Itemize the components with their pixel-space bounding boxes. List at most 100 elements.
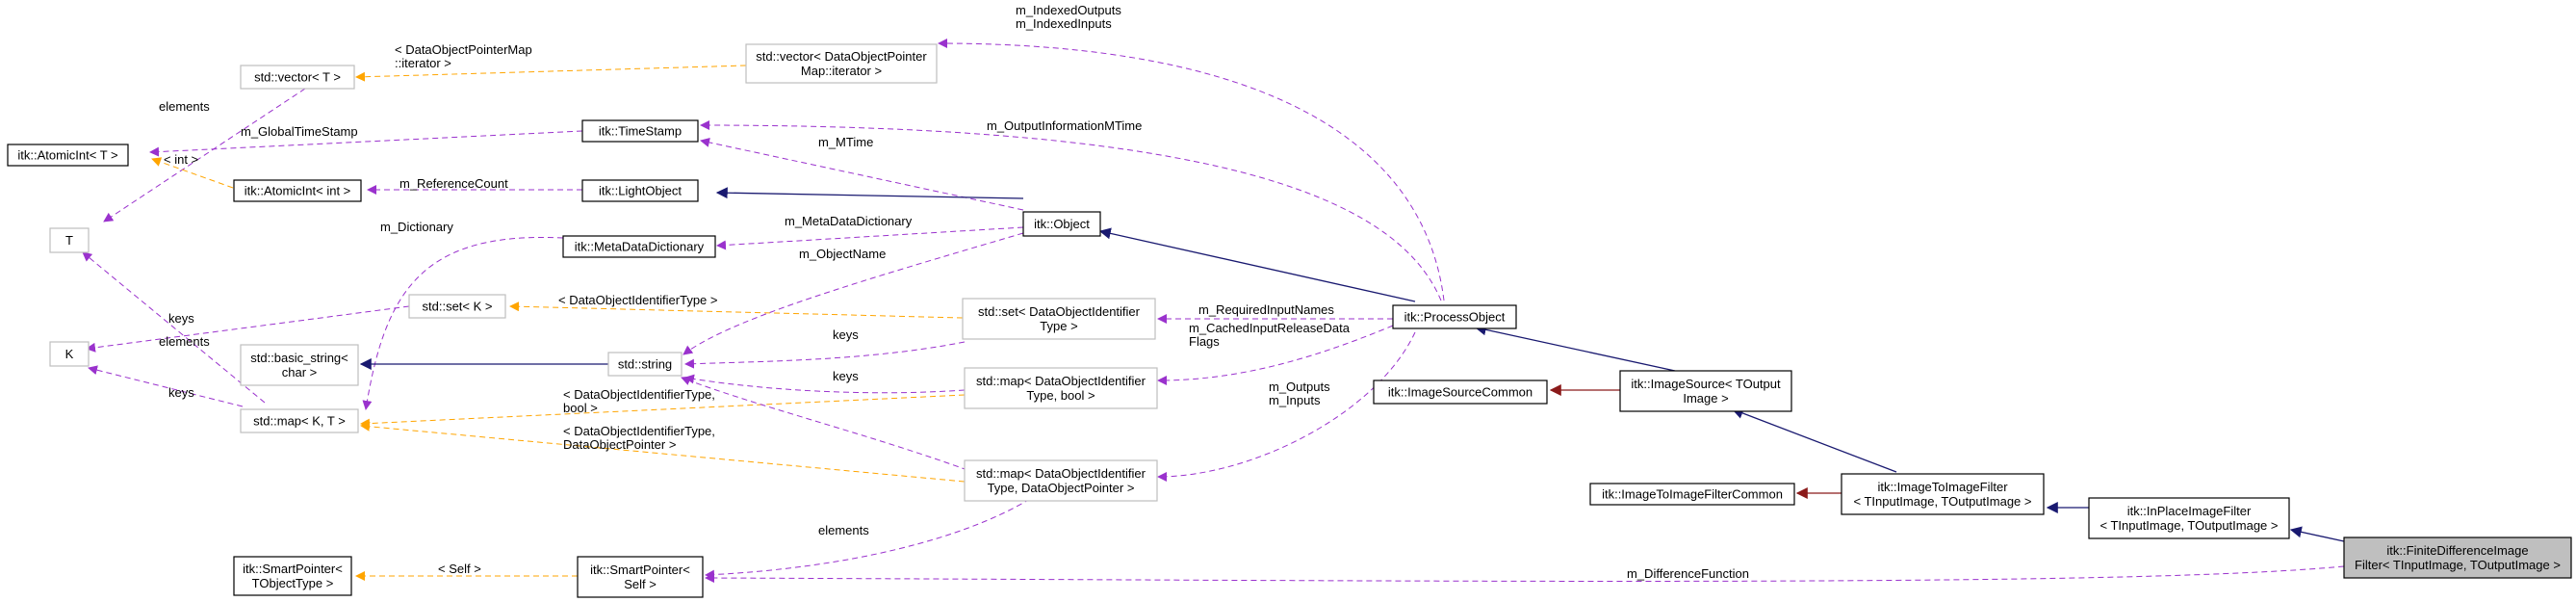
class-node-label: std::set< DataObjectIdentifier — [978, 304, 1141, 319]
class-node-processobject[interactable]: itk::ProcessObject — [1392, 304, 1517, 329]
edge-difference-function — [705, 565, 2345, 584]
edge-set-doid-keys — [684, 341, 966, 369]
edges-layer — [82, 39, 2345, 584]
class-node-vector-dop[interactable]: std::vector< DataObjectPointerMap::itera… — [745, 43, 938, 84]
edge-inherit-processobject — [1474, 324, 1676, 372]
class-node-label: itk::TimeStamp — [599, 124, 682, 139]
class-node-inplaceimagefilter[interactable]: itk::InPlaceImageFilter< TInputImage, TO… — [2088, 497, 2290, 539]
edge-label-processobject-to-map-doid-bool: m_CachedInputReleaseData — [1189, 321, 1351, 335]
edge-label-set-k-to-k: keys — [168, 311, 194, 326]
edge-map-keys-k — [88, 365, 244, 407]
edge-label-processobject-to-map-doid-dop: m_Outputs — [1269, 380, 1330, 394]
class-node-label: itk::ImageToImageFilter — [1877, 480, 2008, 494]
edge-label-object-to-string: m_ObjectName — [799, 247, 886, 261]
class-node-box — [581, 119, 699, 143]
class-node-set-k[interactable]: std::set< K > — [408, 294, 506, 319]
class-node-label: itk::FiniteDifferenceImage — [2386, 543, 2528, 558]
class-node-label: itk::MetaDataDictionary — [575, 240, 705, 254]
class-node-map-doid-bool[interactable]: std::map< DataObjectIdentifierType, bool… — [964, 367, 1158, 409]
edge-label-map-kt-to-k: keys — [168, 385, 194, 400]
class-node-atomicint-t[interactable]: itk::AtomicInt< T > — [7, 144, 129, 167]
class-node-box — [1373, 380, 1548, 405]
class-node-box — [1589, 483, 1795, 506]
edge-indexed — [938, 39, 1445, 301]
class-node-label: itk::LightObject — [599, 184, 682, 198]
edge-label-object-to-timestamp: m_MTime — [818, 135, 873, 149]
class-node-smartpointer-self[interactable]: itk::SmartPointer<Self > — [577, 556, 704, 598]
edge-map-dop-keys — [681, 376, 968, 471]
class-node-label: Self > — [624, 577, 657, 591]
class-node-map-kt[interactable]: std::map< K, T > — [240, 408, 359, 433]
edge-label-map-doid-dop-to-map-kt: DataObjectPointer > — [563, 437, 676, 452]
class-node-box — [233, 179, 362, 202]
class-node-label: std::map< DataObjectIdentifier — [976, 374, 1146, 388]
class-node-vector-t[interactable]: std::vector< T > — [240, 65, 355, 90]
class-node-imagetoimagefiltercommon[interactable]: itk::ImageToImageFilterCommon — [1589, 483, 1795, 506]
class-node-label: std::basic_string< — [250, 351, 348, 365]
class-node-label: Map::iterator > — [801, 64, 882, 78]
edge-label-atomicint-int-to-lightobject: m_ReferenceCount — [399, 176, 508, 191]
edge-label-timestamp-to-atomicint-t: m_GlobalTimeStamp — [241, 124, 358, 139]
edge-label-map-doid-dop-to-smartpointer-self: elements — [818, 523, 869, 537]
class-node-box — [962, 298, 1156, 340]
edge-inherit-inplace — [2289, 526, 2345, 542]
edge-label-map-doid-bool-to-map-kt: bool > — [563, 401, 598, 415]
class-node-box — [49, 341, 90, 367]
class-node-object[interactable]: itk::Object — [1022, 211, 1101, 237]
edge-label-processobject-to-vector-dop: m_IndexedInputs — [1016, 16, 1112, 31]
class-node-imagesourcecommon[interactable]: itk::ImageSourceCommon — [1373, 380, 1548, 405]
class-node-box — [562, 235, 716, 258]
class-node-atomicint-int[interactable]: itk::AtomicInt< int > — [233, 179, 362, 202]
class-node-map-doid-dop[interactable]: std::map< DataObjectIdentifierType, Data… — [964, 459, 1158, 502]
class-node-label: itk::ImageSource< TOutput — [1631, 377, 1781, 391]
class-node-imagetoimagefilter[interactable]: itk::ImageToImageFilter< TInputImage, TO… — [1841, 473, 2045, 515]
edge-set-doid-template — [509, 301, 964, 319]
class-node-box — [1022, 211, 1101, 237]
edge-label-map-kt-to-metadatadictionary: m_Dictionary — [380, 220, 453, 234]
class-node-box — [240, 344, 359, 386]
edge-cached-release — [1157, 325, 1394, 385]
edge-label-processobject-to-map-doid-bool: Flags — [1189, 334, 1220, 349]
edge-label-processobject-to-vector-dop: m_IndexedOutputs — [1016, 3, 1121, 17]
class-node-box — [2343, 537, 2572, 579]
class-node-smartpointer-tobject[interactable]: itk::SmartPointer<TObjectType > — [233, 556, 352, 596]
class-node-label: Image > — [1683, 391, 1728, 406]
class-node-label: itk::ImageSourceCommon — [1388, 385, 1533, 400]
edge-map-elements-t — [82, 251, 266, 404]
class-node-lightobject[interactable]: itk::LightObject — [581, 179, 699, 202]
class-node-timestamp[interactable]: itk::TimeStamp — [581, 119, 699, 143]
class-node-label: std::vector< T > — [254, 70, 341, 85]
class-node-label: std::map< DataObjectIdentifier — [976, 466, 1146, 481]
class-node-metadatadictionary[interactable]: itk::MetaDataDictionary — [562, 235, 716, 258]
edge-label-map-kt-to-t: elements — [159, 334, 210, 349]
edge-inherit-lightobject — [715, 187, 1024, 199]
class-node-basic-string[interactable]: std::basic_string<char > — [240, 344, 359, 386]
class-node-box — [964, 459, 1158, 502]
class-node-label: itk::AtomicInt< int > — [245, 184, 351, 198]
edge-output-mtime — [700, 120, 1442, 301]
class-node-box — [408, 294, 506, 319]
class-node-box — [581, 179, 699, 202]
edge-map-dop-template — [360, 421, 966, 483]
edge-label-processobject-to-timestamp: m_OutputInformationMTime — [987, 118, 1142, 133]
class-node-string[interactable]: std::string — [607, 352, 683, 377]
class-node-imagesource[interactable]: itk::ImageSource< TOutputImage > — [1619, 370, 1792, 412]
class-node-box — [233, 556, 352, 596]
edge-timestamp-global — [149, 130, 583, 157]
edge-label-map-doid-bool-to-string: keys — [833, 369, 859, 383]
class-node-box — [2088, 497, 2290, 539]
class-node-label: itk::ProcessObject — [1404, 310, 1506, 325]
edge-label-smartpointer-self-to-smartpointer-tobject: < Self > — [438, 562, 481, 576]
class-node-label: char > — [282, 365, 318, 380]
edge-inherit-imagesource — [1731, 407, 1897, 473]
class-node-label: itk::Object — [1034, 217, 1090, 231]
class-node-t[interactable]: T — [49, 227, 90, 253]
class-node-k[interactable]: K — [49, 341, 90, 367]
class-node-box — [49, 227, 90, 253]
class-node-box — [7, 144, 129, 167]
edge-vector-dop-template — [355, 65, 747, 82]
class-node-set-doid[interactable]: std::set< DataObjectIdentifierType > — [962, 298, 1156, 340]
